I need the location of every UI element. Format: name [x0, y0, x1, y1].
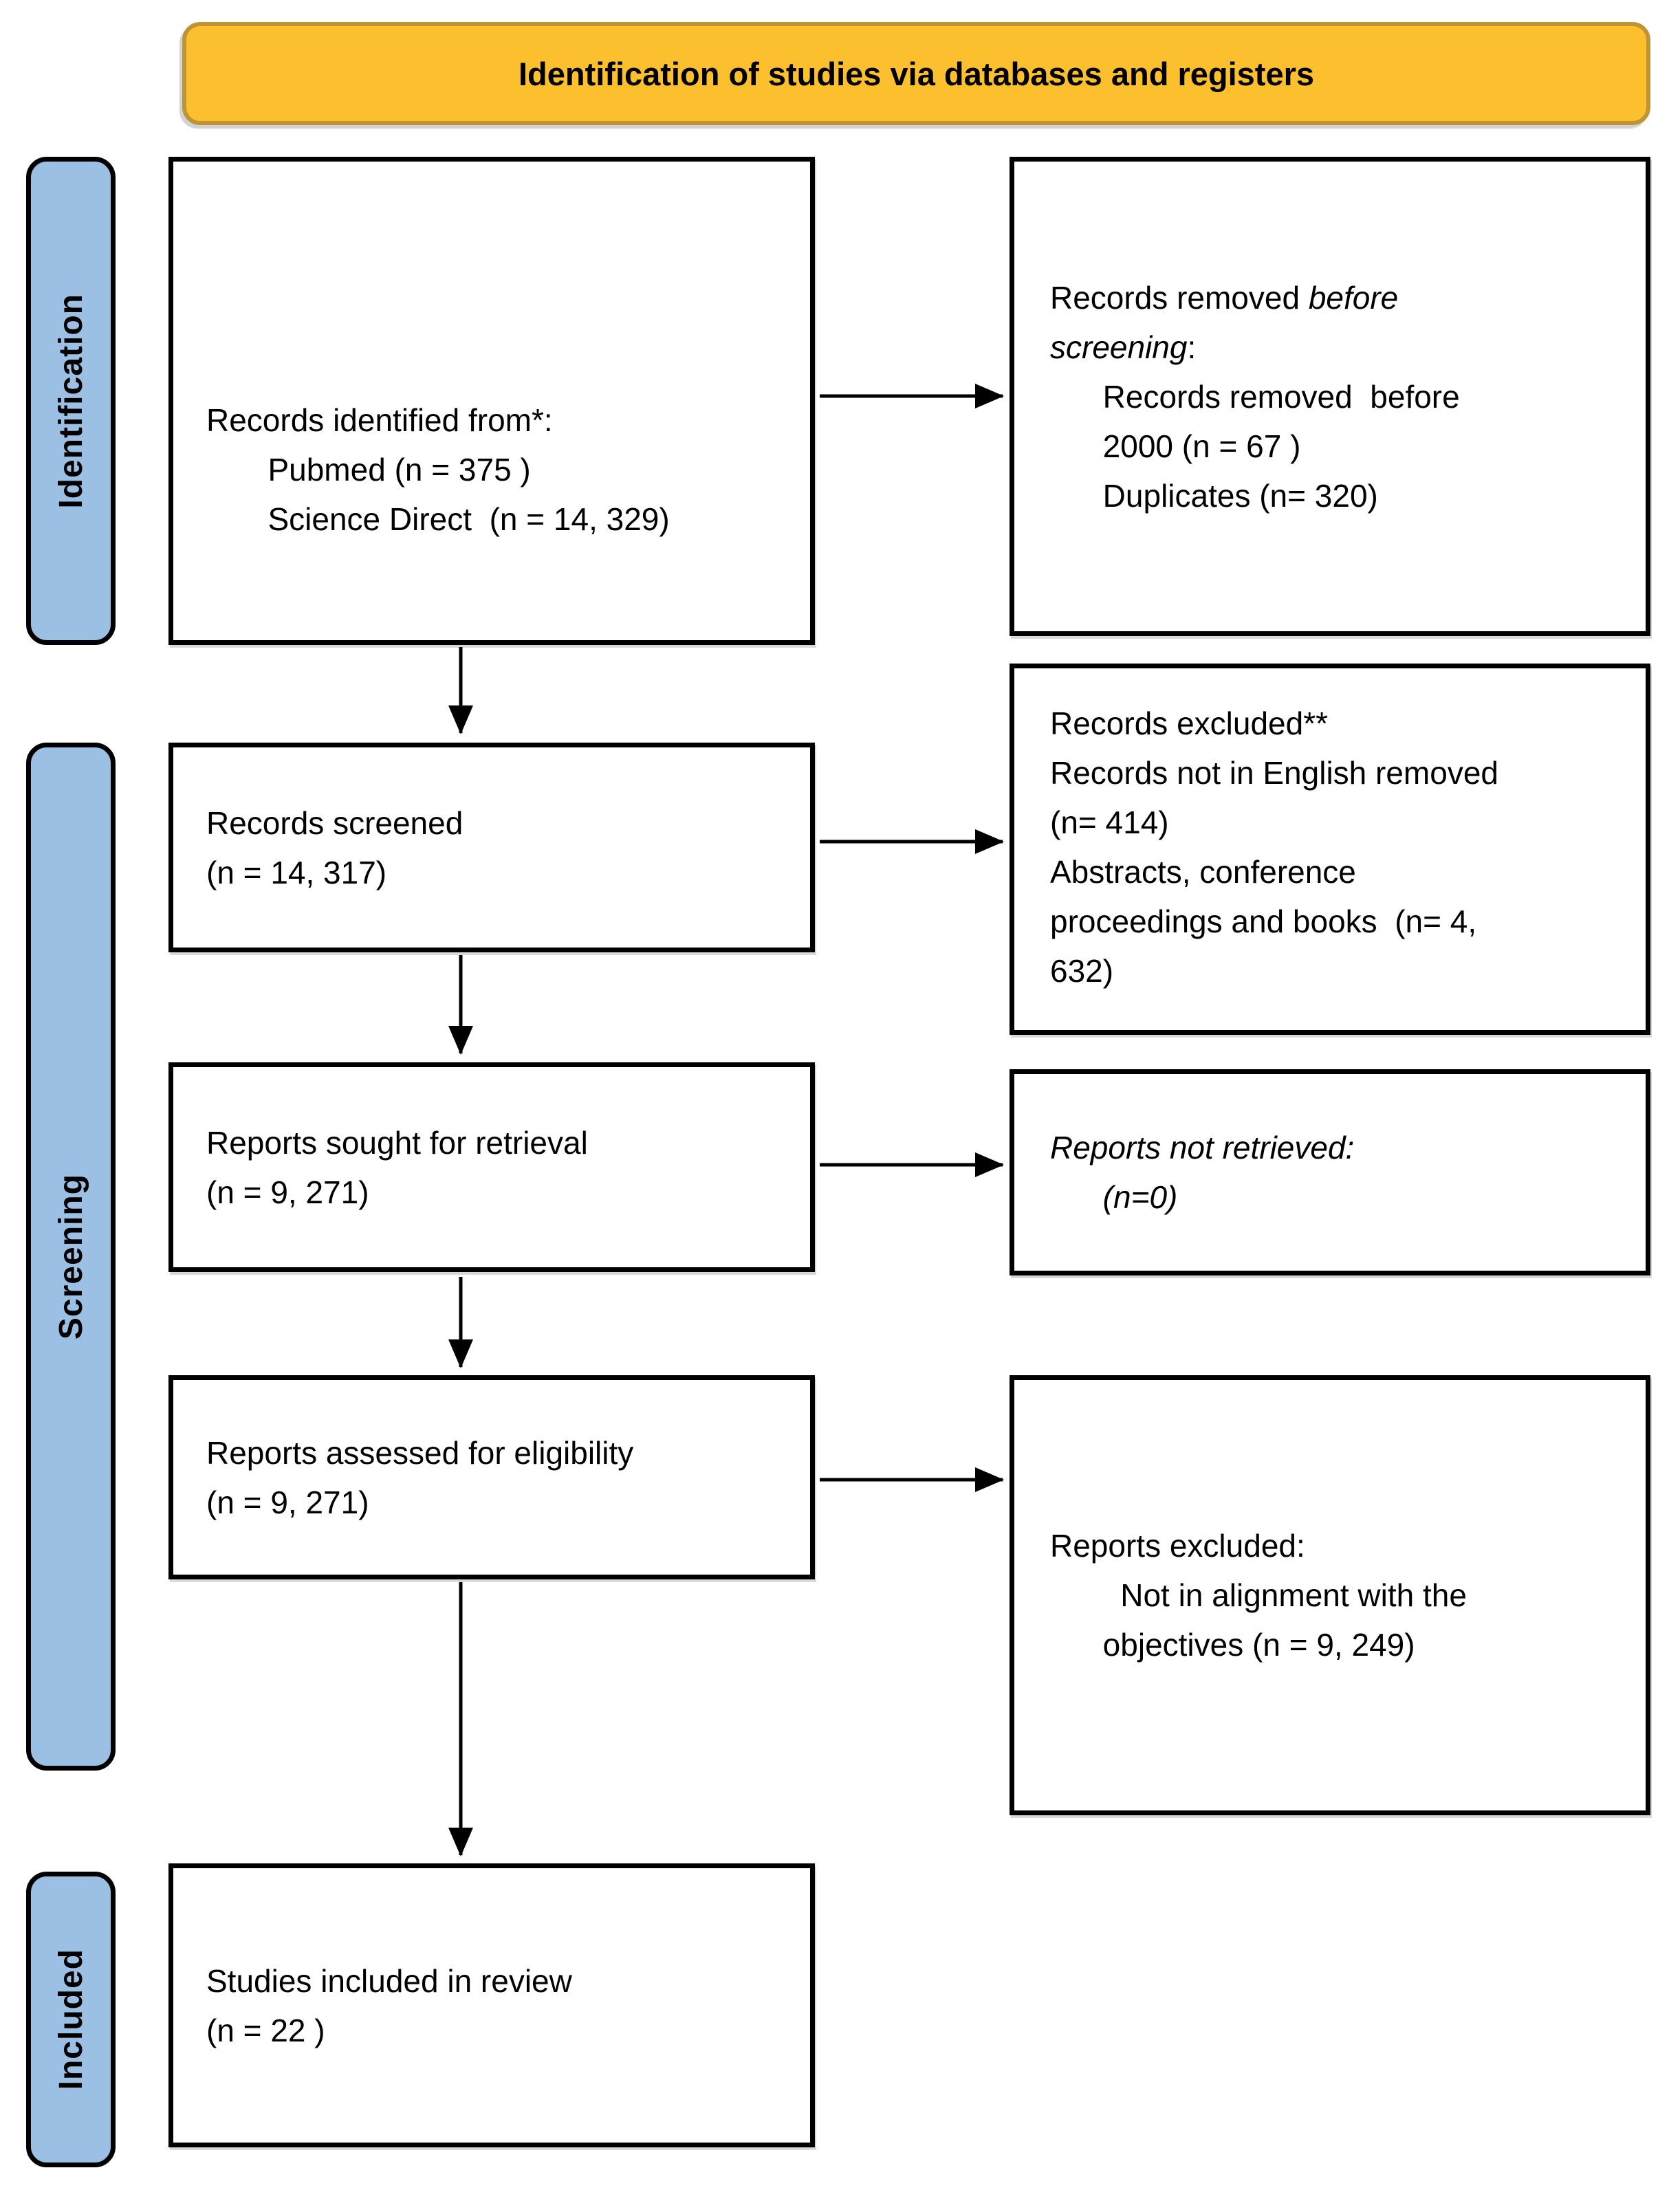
banner: Identification of studies via databases … [182, 22, 1650, 125]
box-reports-not-retrieved: Reports not retrieved: (n=0) [1010, 1069, 1650, 1275]
box-reports-excluded: Reports excluded: Not in alignment with … [1010, 1375, 1650, 1815]
box-records-excluded: Records excluded**Records not in English… [1010, 664, 1650, 1035]
box-reports-not-retrieved-text: Reports not retrieved: (n=0) [1050, 1130, 1355, 1215]
box-records-excluded-text: Records excluded**Records not in English… [1050, 705, 1498, 989]
stage-bar-screening: Screening [26, 743, 116, 1771]
box-reports-excluded-text: Reports excluded: Not in alignment with … [1050, 1528, 1467, 1663]
stage-label-included: Included [52, 1949, 89, 2090]
banner-title: Identification of studies via databases … [518, 55, 1315, 92]
box-records-identified: Records identified from*: Pubmed (n = 37… [168, 157, 815, 645]
box-studies-included: Studies included in review(n = 22 ) [168, 1863, 815, 2147]
box-studies-included-text: Studies included in review(n = 22 ) [206, 1962, 572, 2048]
stage-label-screening: Screening [52, 1173, 89, 1340]
box-reports-sought-text: Reports sought for retrieval(n = 9, 271) [206, 1124, 588, 1210]
stage-bar-identification: Identification [26, 157, 116, 645]
stage-bar-included: Included [26, 1872, 116, 2167]
box-reports-assessed: Reports assessed for eligibility(n = 9, … [168, 1375, 815, 1579]
box-records-screened-text: Records screened(n = 14, 317) [206, 804, 463, 890]
box-reports-sought: Reports sought for retrieval(n = 9, 271) [168, 1062, 815, 1272]
box-records-identified-text: Records identified from*: Pubmed (n = 37… [206, 402, 670, 537]
box-reports-assessed-text: Reports assessed for eligibility(n = 9, … [206, 1434, 634, 1520]
stage-label-identification: Identification [52, 293, 89, 509]
box-records-screened: Records screened(n = 14, 317) [168, 743, 815, 952]
